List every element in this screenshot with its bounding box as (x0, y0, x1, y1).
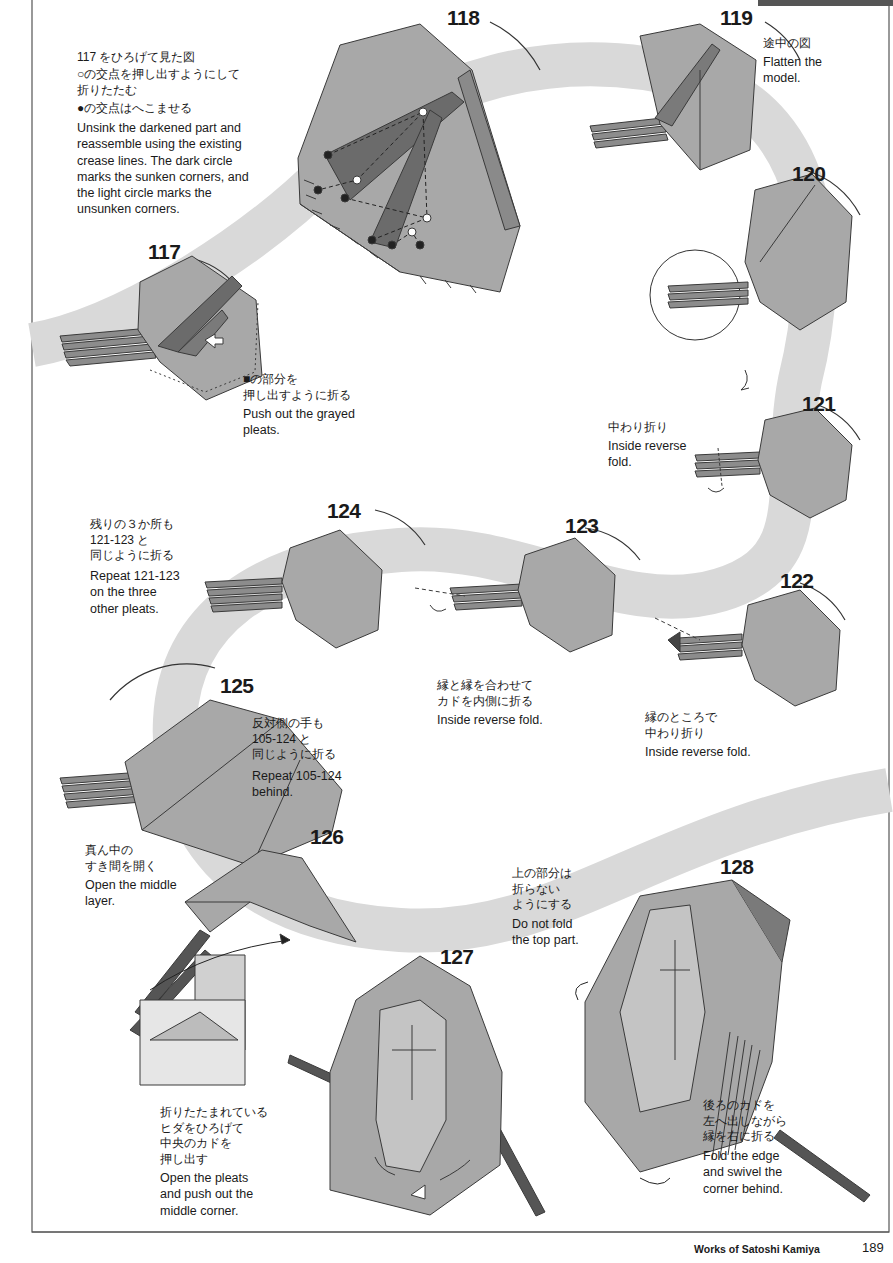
note-ja: ●の交点はへこませる (77, 101, 192, 117)
note-ja: 途中の図 (763, 36, 811, 52)
step-number: 123 (565, 512, 599, 539)
step-number: 118 (447, 4, 479, 31)
page-number: 189 (862, 1240, 884, 1257)
step-number: 126 (310, 823, 344, 850)
step-number: 124 (327, 497, 361, 524)
note-ja: 後ろのカドを 左へ出しながら 縁を右に折る (703, 1098, 795, 1145)
note-en: Do not fold the top part. (512, 916, 592, 949)
note-en: Push out the grayed pleats. (243, 406, 368, 439)
note-ja: 反対側の手も 105-124 と 同じように折る (252, 716, 346, 763)
note-ja: ○の交点を押し出すようにして 折りたたむ (77, 67, 255, 98)
note-ja: ■の部分を 押し出すように折る (243, 372, 359, 403)
note-ja: 折りたたまれている ヒダをひろげて 中央のカドを 押し出す (160, 1105, 278, 1167)
note-ja: 縁と縁を合わせて カドを内側に折る (437, 678, 543, 709)
step-number: 119 (720, 4, 752, 31)
model-figures (60, 24, 870, 1216)
note-ja: 縁のところで 中わり折り (645, 710, 727, 741)
note-ja: 中わり折り (608, 420, 668, 436)
note-en: Inside reverse fold. (608, 438, 703, 471)
note-en: Inside reverse fold. (437, 712, 543, 728)
note-en: Unsink the darkened part and reassemble … (77, 120, 269, 218)
step-number: 121 (802, 390, 836, 417)
footer-text: Works of Satoshi Kamiya (694, 1243, 820, 1257)
note-en: Repeat 105-124 behind. (252, 768, 348, 801)
step-number: 127 (440, 943, 474, 970)
note-en: Open the middle layer. (85, 877, 185, 910)
note-en: Open the pleats and push out the middle … (160, 1170, 262, 1219)
note-ja: 上の部分は 折らない ようにする (512, 866, 580, 913)
note-ja: 残りの３か所も 121-123 と 同じように折る (90, 517, 184, 564)
page-frame (32, 0, 889, 1232)
note-en: Flatten the model. (763, 54, 841, 87)
note-en: Repeat 121-123 on the three other pleats… (90, 568, 186, 617)
note-en: Fold the edge and swivel the corner behi… (703, 1148, 797, 1197)
step-number: 120 (792, 160, 826, 187)
step-number: 117 (148, 238, 180, 265)
step-number: 128 (720, 853, 754, 880)
note-ja: 117 をひろげて見た図 (77, 50, 195, 66)
note-en: Inside reverse fold. (645, 744, 751, 760)
step-number: 125 (220, 672, 254, 699)
step-number: 122 (780, 567, 814, 594)
header-tab (758, 0, 893, 6)
footer-rule (32, 1232, 889, 1233)
note-ja: 真ん中の すき間を開く (85, 843, 167, 874)
